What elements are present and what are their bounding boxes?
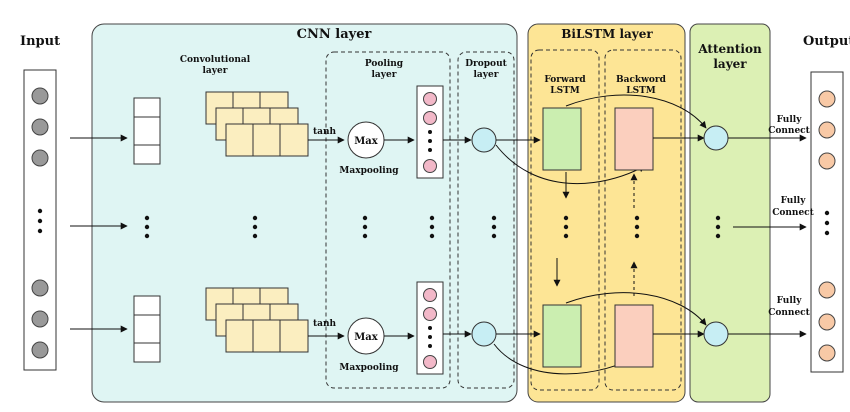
dropout-node xyxy=(471,127,497,153)
fully-connect-label-1: Fully xyxy=(781,196,807,206)
pooling-layer-label-1: Pooling xyxy=(365,59,404,69)
maxpooling-label: Maxpooling xyxy=(339,363,399,373)
dropout-ellipsis xyxy=(491,215,497,239)
forward-to-attention-arrow xyxy=(565,94,707,129)
pooling-layer-label-2: layer xyxy=(372,70,397,80)
input-node xyxy=(31,118,49,136)
pool-node xyxy=(423,307,437,321)
cnn-panel xyxy=(91,23,518,403)
pooling-layer-box xyxy=(325,51,451,389)
input-ellipsis xyxy=(37,208,43,234)
output-node xyxy=(818,90,836,108)
forward-to-attention-arrow xyxy=(565,292,707,326)
forward-ellipsis xyxy=(563,215,569,239)
input-node xyxy=(31,87,49,105)
input-title: Input xyxy=(20,34,60,49)
fully-connect-label-2: Connect xyxy=(768,126,810,136)
fully-connect-label-1: Fully xyxy=(777,115,803,125)
forward-lstm-box xyxy=(530,49,600,391)
attention-node xyxy=(703,321,729,347)
input-node xyxy=(31,310,49,328)
input-node xyxy=(31,149,49,167)
attention-node xyxy=(703,125,729,151)
pooled-ellipsis xyxy=(429,215,435,239)
forward-lstm-label-2: LSTM xyxy=(550,86,580,96)
pool-ellipsis xyxy=(428,326,432,348)
attention-layer-title-2: layer xyxy=(713,57,747,71)
pool-node xyxy=(423,92,437,106)
attention-panel xyxy=(689,23,771,403)
maxpool-ellipsis xyxy=(362,215,368,239)
lstm-input-arrow xyxy=(495,144,646,185)
output-node xyxy=(818,344,836,362)
fully-connect-label-1: Fully xyxy=(777,296,803,306)
output-node xyxy=(818,152,836,170)
input-node xyxy=(31,279,49,297)
backward-lstm-box xyxy=(604,49,682,391)
bilstm-layer-title: BiLSTM layer xyxy=(561,27,653,41)
backward-lstm-label-2: LSTM xyxy=(626,86,656,96)
backward-lstm-label-1: Backword xyxy=(616,75,667,85)
attention-ellipsis xyxy=(715,215,721,239)
fully-connect-label-2: Connect xyxy=(768,308,810,318)
maxpooling-label: Maxpooling xyxy=(339,166,399,176)
backward-lstm-cell xyxy=(614,107,654,171)
forward-lstm-cell xyxy=(542,304,582,368)
embedding-vector xyxy=(133,295,161,363)
max-label: Max xyxy=(354,136,379,147)
forward-lstm-label-1: Forward xyxy=(544,75,586,85)
output-node xyxy=(818,121,836,139)
pool-node xyxy=(423,288,437,302)
pool-node xyxy=(423,355,437,369)
tanh-label: tanh xyxy=(313,127,337,137)
backward-lstm-cell xyxy=(614,304,654,368)
forward-lstm-cell xyxy=(542,107,582,171)
embedding-vector xyxy=(133,97,161,165)
output-ellipsis xyxy=(824,210,830,236)
conv-layer-label-1: Convolutional xyxy=(180,55,251,65)
conv-layer-label-2: layer xyxy=(203,66,228,76)
dropout-layer-label-2: layer xyxy=(474,70,499,80)
attention-layer-title-1: Attention xyxy=(697,42,762,56)
dropout-node xyxy=(471,321,497,347)
backward-ellipsis xyxy=(634,215,640,239)
fully-connect-label-2: Connect xyxy=(772,208,814,218)
output-title: Output xyxy=(803,34,850,49)
input-node xyxy=(31,341,49,359)
dropout-layer-box xyxy=(457,51,515,389)
pool-ellipsis xyxy=(428,130,432,152)
dropout-layer-label-1: Dropout xyxy=(465,59,507,69)
embedding-ellipsis xyxy=(144,215,150,239)
convolution-feature-maps xyxy=(205,287,309,353)
pool-node xyxy=(423,111,437,125)
output-node xyxy=(818,281,836,299)
output-node xyxy=(818,313,836,331)
conv-ellipsis xyxy=(252,215,258,239)
pool-node xyxy=(423,159,437,173)
cnn-layer-title: CNN layer xyxy=(297,27,372,42)
tanh-label: tanh xyxy=(313,319,337,329)
max-label: Max xyxy=(354,332,379,343)
convolution-feature-maps xyxy=(205,91,309,157)
